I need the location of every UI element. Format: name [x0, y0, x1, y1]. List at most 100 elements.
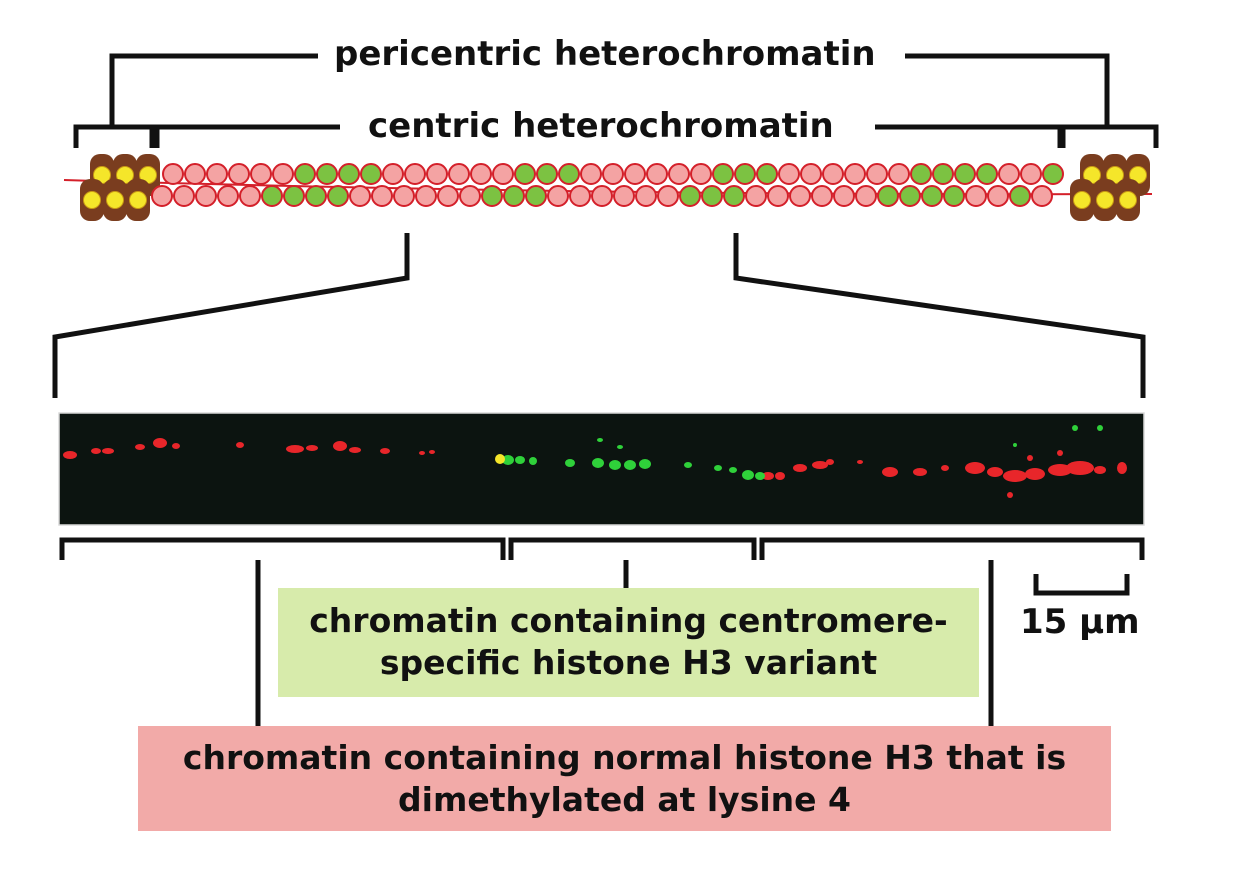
nucleosome [701, 185, 723, 207]
nucleosome [866, 163, 888, 185]
centric-label: centric heterochromatin [352, 104, 850, 148]
nucleosome [602, 163, 624, 185]
nucleosome [998, 163, 1020, 185]
pericentric-nucleosome-core [83, 191, 101, 209]
nucleosome [580, 163, 602, 185]
green-signal [617, 445, 623, 449]
scale-label: 15 µm [1020, 602, 1140, 642]
red-signal [236, 442, 244, 448]
red-signal [987, 467, 1003, 477]
nucleosome [360, 163, 382, 185]
centric-bracket [73, 124, 1159, 148]
nucleosome [239, 185, 261, 207]
centromeric-label-box [278, 588, 979, 697]
red-signal [826, 459, 834, 465]
red-signal [1048, 464, 1072, 476]
pericentric-bracket [109, 53, 1110, 127]
nucleosome [943, 185, 965, 207]
red-signal [882, 467, 898, 477]
green-signal [515, 456, 525, 464]
nucleosome [316, 163, 338, 185]
green-signal [684, 462, 692, 468]
centromeric-label: chromatin containing centromere- specifi… [278, 600, 979, 684]
pericentric-nucleosome-core [1073, 191, 1091, 209]
nucleosome [635, 185, 657, 207]
red-signal [380, 448, 390, 454]
nucleosome [283, 185, 305, 207]
nucleosome [844, 163, 866, 185]
nucleosome [822, 163, 844, 185]
red-signal [1057, 450, 1063, 456]
pericentric-nucleosome-core [129, 191, 147, 209]
nucleosome [184, 163, 206, 185]
green-signal [565, 459, 575, 467]
red-signal [135, 444, 145, 450]
nucleosome [338, 163, 360, 185]
nucleosome [976, 163, 998, 185]
fluorescence-micrograph [58, 412, 1145, 526]
nucleosome [481, 185, 503, 207]
normal-label: chromatin containing normal histone H3 t… [138, 737, 1111, 821]
red-signal [172, 443, 180, 449]
scale-bar [1033, 574, 1130, 596]
red-signal [1003, 470, 1027, 482]
nucleosome [415, 185, 437, 207]
nucleosome [921, 185, 943, 207]
pericentric-label: pericentric heterochromatin [318, 32, 892, 76]
red-signal [812, 461, 828, 469]
nucleosome [272, 163, 294, 185]
nucleosome [217, 185, 239, 207]
red-signal [1007, 492, 1013, 498]
nucleosome [987, 185, 1009, 207]
region-brackets [59, 537, 1145, 726]
nucleosome [206, 163, 228, 185]
red-signal [1025, 468, 1045, 480]
green-signal [1013, 443, 1017, 447]
nucleosome [679, 185, 701, 207]
nucleosome [789, 185, 811, 207]
nucleosome [514, 163, 536, 185]
red-signal [965, 462, 985, 474]
green-signal [529, 457, 537, 465]
nucleosome [756, 163, 778, 185]
nucleosome [349, 185, 371, 207]
nucleosome [624, 163, 646, 185]
green-signal [729, 467, 737, 473]
red-signal [429, 450, 435, 454]
nucleosome [393, 185, 415, 207]
centromeric-label-line-2: specific histone H3 variant [379, 643, 878, 682]
red-signal [153, 438, 167, 448]
nucleosome [712, 163, 734, 185]
nucleosome [404, 163, 426, 185]
nucleosome [525, 185, 547, 207]
red-signal [793, 464, 807, 472]
nucleosome [305, 185, 327, 207]
red-signal [63, 451, 77, 459]
nucleosome [448, 163, 470, 185]
nucleosome [833, 185, 855, 207]
nucleosome [569, 185, 591, 207]
red-signal [102, 448, 114, 454]
red-signal [762, 472, 774, 480]
nucleosome [1009, 185, 1031, 207]
nucleosome [1020, 163, 1042, 185]
nucleosome [613, 185, 635, 207]
nucleosome [492, 163, 514, 185]
nucleosome [690, 163, 712, 185]
nucleosome [646, 163, 668, 185]
nucleosome [437, 185, 459, 207]
normal-label-box [138, 726, 1111, 831]
red-signal [913, 468, 927, 476]
red-signal [349, 447, 361, 453]
red-signal [1117, 462, 1127, 474]
green-signal [609, 460, 621, 470]
nucleosome [1042, 163, 1064, 185]
nucleosome [899, 185, 921, 207]
red-signal [91, 448, 101, 454]
red-signal [941, 465, 949, 471]
nucleosome [811, 185, 833, 207]
green-signal [592, 458, 604, 468]
nucleosome [382, 163, 404, 185]
nucleosome [503, 185, 525, 207]
